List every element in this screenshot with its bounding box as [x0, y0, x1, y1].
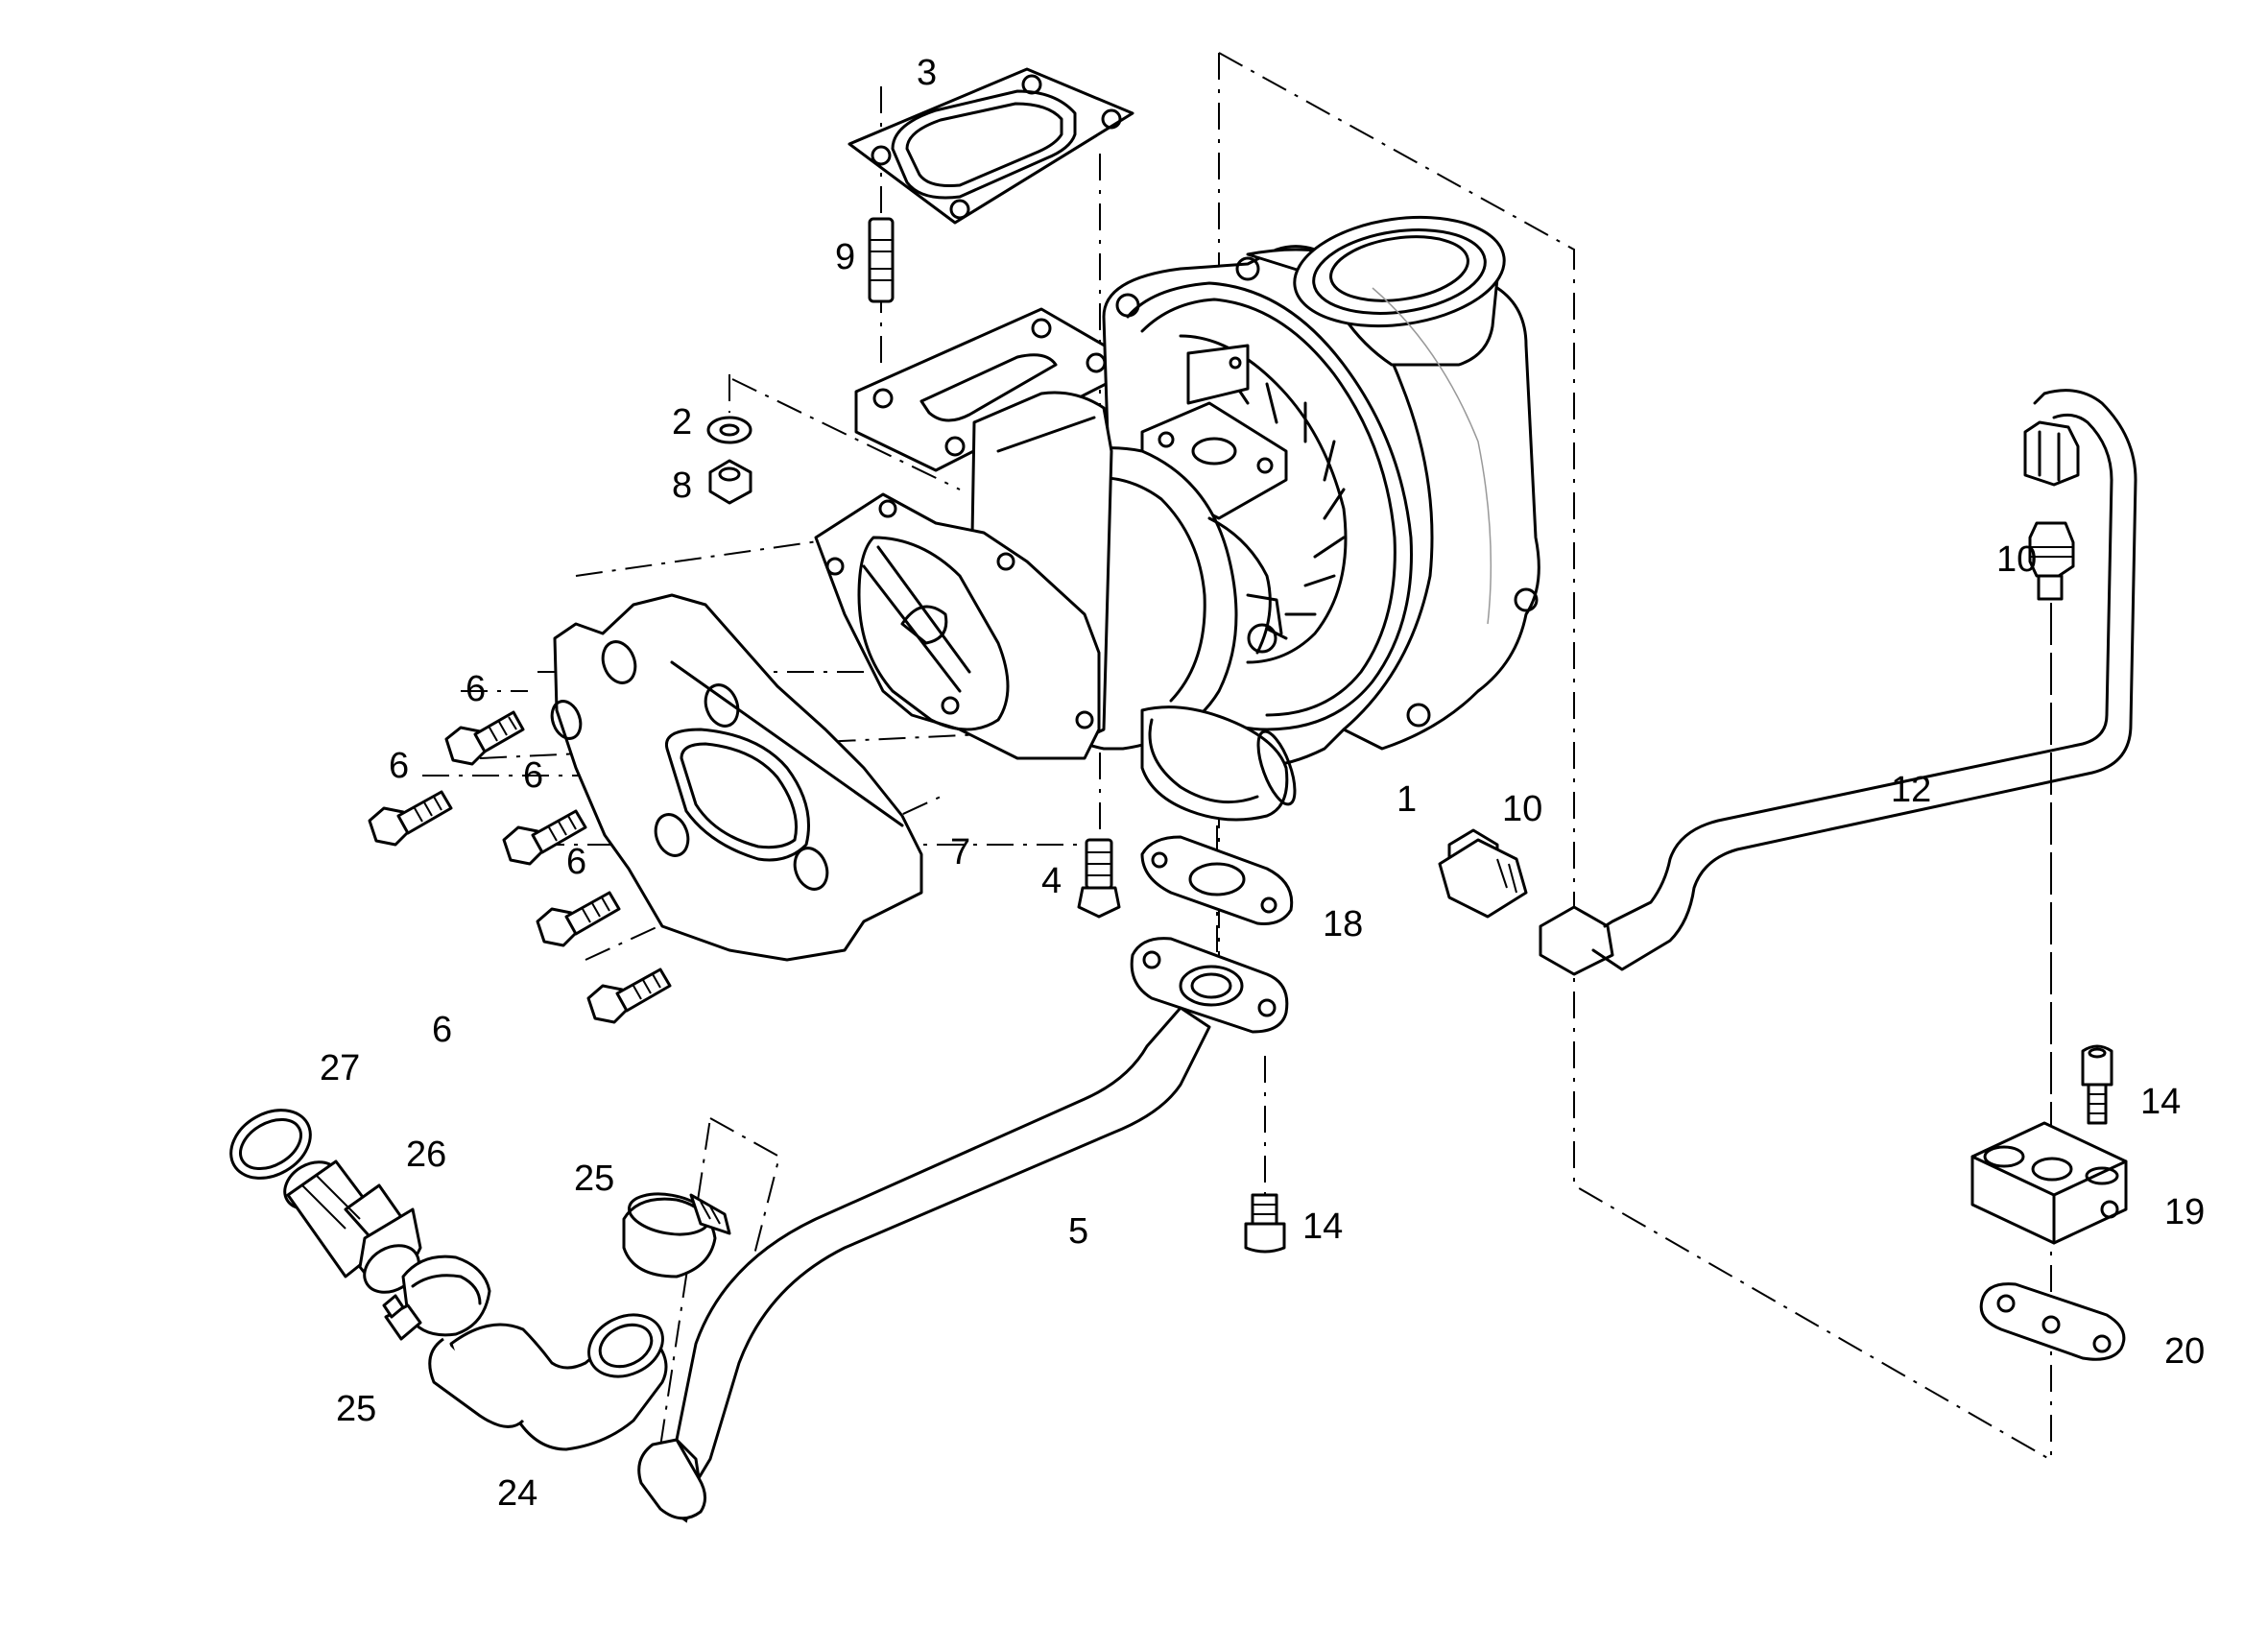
oil-return-pipe-5 — [637, 937, 1289, 1520]
callout-6-c: 6 — [523, 755, 543, 796]
turbine-inlet-flange — [814, 492, 1101, 760]
nut-8 — [708, 459, 752, 505]
oil-feed-pipe-12 — [1539, 389, 2137, 976]
callout-9: 9 — [835, 237, 855, 277]
callout-labels: 3 9 2 8 10 6 6 6 6 6 1 10 12 7 4 18 27 2… — [320, 53, 2205, 1514]
callout-26: 26 — [406, 1135, 446, 1175]
callout-4: 4 — [1041, 861, 1062, 901]
callout-7: 7 — [950, 832, 970, 872]
callout-8: 8 — [672, 466, 692, 506]
stud-9 — [868, 217, 895, 303]
block-19 — [1970, 1121, 2128, 1245]
gasket-3 — [848, 67, 1134, 225]
seal-ring-27 — [229, 1109, 312, 1180]
callout-25-lower: 25 — [336, 1389, 376, 1429]
callout-14-right: 14 — [2140, 1082, 2181, 1122]
callout-1: 1 — [1397, 779, 1417, 820]
callout-2: 2 — [672, 402, 692, 442]
fitting-10-lower — [1438, 828, 1528, 919]
bolt-6-d — [536, 891, 621, 947]
hose-24 — [428, 1313, 668, 1451]
gasket-18 — [1140, 835, 1294, 925]
clamp-25-upper — [622, 1192, 731, 1279]
callout-19: 19 — [2164, 1192, 2205, 1232]
callout-20: 20 — [2164, 1331, 2205, 1372]
callout-5: 5 — [1068, 1211, 1088, 1252]
bolt-14-lower — [1244, 1193, 1286, 1254]
bolt-14-right — [2081, 1044, 2113, 1125]
connector-26 — [283, 1159, 422, 1294]
callout-6-b: 6 — [389, 746, 409, 786]
flange-plate-7 — [550, 593, 923, 962]
callout-6-a: 6 — [466, 669, 486, 709]
bolt-6-c — [502, 809, 587, 866]
callout-14-lower: 14 — [1302, 1207, 1343, 1247]
callout-25-upper: 25 — [574, 1159, 614, 1199]
clamp-25-lower — [382, 1255, 491, 1341]
callout-12: 12 — [1891, 770, 1931, 810]
callout-10-upper: 10 — [1996, 539, 2037, 580]
bolt-6-b — [368, 790, 453, 847]
callout-6-e: 6 — [432, 1010, 452, 1050]
turbine-outlet-flange — [854, 307, 1123, 472]
callout-18: 18 — [1323, 904, 1363, 944]
gasket-20 — [1979, 1282, 2126, 1361]
callout-10-lower: 10 — [1502, 789, 1542, 829]
bolt-6-e — [586, 968, 672, 1024]
bolt-4 — [1077, 838, 1121, 919]
callout-24: 24 — [497, 1473, 537, 1514]
callout-27: 27 — [320, 1048, 360, 1088]
bolt-6-a — [444, 710, 525, 766]
callout-3: 3 — [917, 53, 937, 93]
turbocharger-1 — [967, 215, 1540, 822]
washer-2 — [706, 416, 752, 444]
fitting-10-upper — [2028, 521, 2075, 601]
callout-6-d: 6 — [566, 842, 586, 882]
